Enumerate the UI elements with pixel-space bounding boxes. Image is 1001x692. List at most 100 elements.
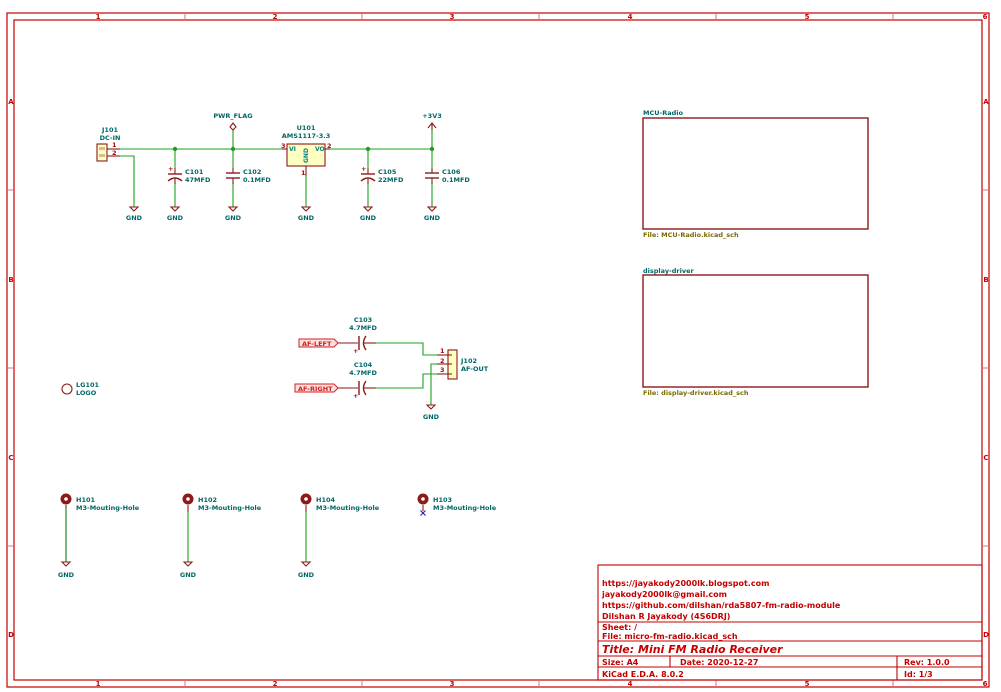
frame-row-label: A [983, 98, 989, 106]
title-block-company: Dilshan R Jayakody (4S6DRJ) [602, 612, 730, 621]
net-label-af-left[interactable]: AF-LEFT [298, 338, 339, 348]
svg-text:GND: GND [360, 214, 377, 222]
pin-number: 1 [301, 169, 306, 177]
svg-text:GND: GND [180, 571, 197, 579]
mounting-hole-h103[interactable]: H103 M3-Mouting-Hole [417, 493, 497, 516]
junction-dot [429, 146, 435, 152]
capacitor-c106[interactable]: C106 0.1MFD [425, 168, 470, 184]
sheet-file: File: display-driver.kicad_sch [643, 389, 749, 397]
mounting-hole-h102[interactable]: H102 M3-Mouting-Hole [182, 493, 262, 563]
pin-number: 1 [440, 347, 445, 355]
frame-col-label: 3 [450, 13, 455, 21]
connector-j102[interactable]: 1 2 3 J102 AF-OUT [437, 347, 489, 380]
frame-row-label: D [8, 631, 14, 639]
sheet-display-driver[interactable]: display-driver File: display-driver.kica… [642, 267, 869, 397]
title-block-id: Id: 1/3 [904, 670, 933, 679]
mounting-hole-h101[interactable]: H101 M3-Mouting-Hole [60, 493, 140, 563]
no-connect-icon [420, 510, 426, 516]
mounting-hole-h104[interactable]: H104 M3-Mouting-Hole [300, 493, 380, 563]
component-value: 4.7MFD [349, 369, 377, 377]
power-wires [120, 128, 435, 207]
capacitor-c103[interactable]: + C103 4.7MFD [338, 316, 378, 355]
pin-name: GND [303, 148, 310, 163]
gnd-icon: GND [298, 561, 315, 579]
title-block: https://jayakody2000lk.blogspot.com jaya… [597, 564, 983, 681]
polarity-mark: + [353, 347, 358, 355]
logo-lg101[interactable]: LG101 LOGO [61, 381, 100, 397]
frame-col-label: 4 [628, 13, 633, 21]
net-label-text: AF-RIGHT [298, 385, 333, 393]
frame-col-label: 6 [983, 680, 988, 688]
wire-j101-gnd[interactable] [120, 155, 135, 207]
audio-wires [376, 342, 437, 405]
pin-number: 3 [281, 142, 286, 150]
frame-col-label: 1 [96, 680, 101, 688]
ref-designator: H104 [316, 496, 335, 504]
inner-border [13, 19, 983, 681]
ref-designator: C106 [442, 168, 461, 176]
gnd-icon: GND [360, 206, 377, 222]
ref-designator: J102 [460, 357, 477, 365]
capacitor-c104[interactable]: + C104 4.7MFD [338, 361, 378, 400]
ref-designator: LG101 [76, 381, 100, 389]
title-block-sheet: Sheet: / [602, 623, 637, 632]
component-value: M3-Mouting-Hole [198, 504, 262, 512]
wire-af-left[interactable] [376, 342, 437, 356]
svg-text:GND: GND [126, 214, 143, 222]
gnd-icon: GND [225, 206, 242, 222]
logo-icon [61, 383, 73, 395]
frame-col-label: 2 [273, 680, 278, 688]
title-block-date: Date: 2020-12-27 [680, 658, 758, 667]
ref-designator: C105 [378, 168, 397, 176]
component-value: 0.1MFD [243, 176, 271, 184]
sheet-mcu-radio[interactable]: MCU-Radio File: MCU-Radio.kicad_sch [642, 109, 869, 239]
net-label-text: AF-LEFT [302, 340, 332, 348]
sheet-name: MCU-Radio [643, 109, 683, 117]
capacitor-c105[interactable]: + C105 22MFD [360, 165, 404, 184]
gnd-icon: GND [167, 206, 184, 222]
pwr-flag-symbol[interactable]: PWR_FLAG [213, 112, 253, 131]
title-block-comment: https://github.com/dilshan/rda5807-fm-ra… [602, 601, 841, 610]
gnd-icon: GND [423, 404, 440, 421]
component-value: 0.1MFD [442, 176, 470, 184]
component-value: M3-Mouting-Hole [316, 504, 380, 512]
connector-j101[interactable]: 1 2 J101 DC-IN [96, 126, 121, 162]
svg-text:GND: GND [225, 214, 242, 222]
ref-designator: U101 [297, 124, 316, 132]
svg-text:GND: GND [423, 413, 440, 421]
frame-col-label: 6 [983, 13, 988, 21]
frame-col-label: 3 [450, 680, 455, 688]
component-value: 47MFD [185, 176, 211, 184]
title-block-comment: https://jayakody2000lk.blogspot.com [602, 579, 769, 588]
gnd-icon: GND [58, 561, 75, 579]
pin-number: 2 [112, 149, 117, 157]
power-3v3-symbol[interactable]: +3V3 [422, 112, 442, 130]
outer-border [6, 12, 990, 688]
capacitor-c101[interactable]: + C101 47MFD [167, 165, 211, 184]
title-block-tool: KiCad E.D.A. 8.0.2 [602, 670, 684, 679]
frame-col-label: 5 [805, 680, 810, 688]
title-block-comment: jayakody2000lk@gmail.com [601, 590, 727, 599]
polarity-mark: + [168, 165, 173, 173]
gnd-icon: GND [126, 206, 143, 222]
wire-af-right[interactable] [376, 373, 437, 389]
title-block-title: Title: Mini FM Radio Receiver [602, 643, 783, 656]
regulator-u101[interactable]: 3 2 1 VI VO GND U101 AMS1117-3.3 [281, 124, 332, 177]
component-value: M3-Mouting-Hole [76, 504, 140, 512]
pin-name: VI [289, 146, 296, 153]
wire-j102-gnd[interactable] [430, 363, 437, 405]
ref-designator: C102 [243, 168, 261, 176]
gnd-icon: GND [180, 561, 197, 579]
pin-name: VO [315, 146, 325, 153]
ref-designator: J101 [101, 126, 118, 134]
frame-col-label: 5 [805, 13, 810, 21]
component-value: 4.7MFD [349, 324, 377, 332]
pin-number: 2 [327, 142, 332, 150]
net-label-af-right[interactable]: AF-RIGHT [294, 383, 339, 393]
component-value: DC-IN [100, 134, 121, 142]
frame-col-label: 1 [96, 13, 101, 21]
capacitor-c102[interactable]: C102 0.1MFD [226, 168, 271, 184]
sheet-name: display-driver [643, 267, 694, 275]
polarity-mark: + [361, 165, 366, 173]
